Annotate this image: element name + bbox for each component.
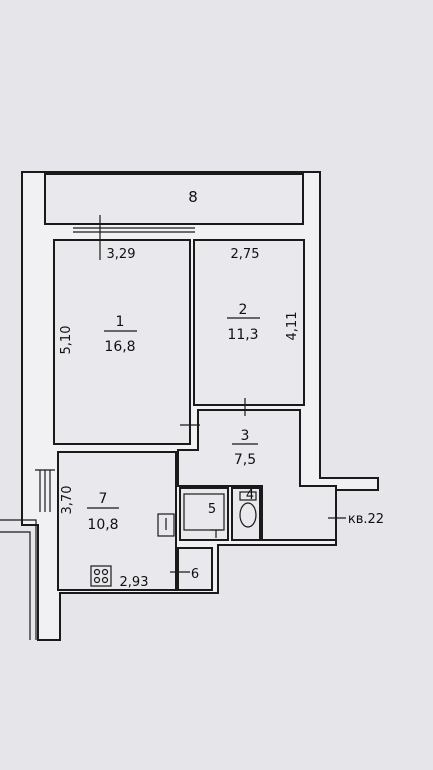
dimension-ticks (99, 215, 346, 573)
stove-icon (90, 565, 112, 587)
apartment-label: кв.22 (348, 512, 384, 527)
closet-label: 6 (191, 567, 199, 582)
wc-label: 4 (246, 488, 254, 503)
balcony (44, 173, 304, 225)
neighbour-wall (0, 519, 37, 640)
room-1-area: 16,8 (104, 339, 135, 355)
balcony-label: 8 (188, 188, 198, 206)
room-2-number: 2 (239, 302, 248, 318)
bath-tap-icon (183, 493, 225, 538)
room-7 (57, 451, 177, 591)
room-7-number: 7 (99, 491, 108, 507)
closet (177, 547, 213, 591)
room7-width-dim: 2,93 (120, 575, 149, 590)
toilet-icon (239, 491, 257, 528)
sink-icon (157, 513, 175, 537)
room-7-area: 10,8 (87, 517, 118, 533)
room-1-number: 1 (116, 314, 125, 330)
room-3-area: 7,5 (234, 452, 256, 468)
bath (179, 487, 229, 541)
bath-label: 5 (208, 502, 216, 517)
wc (231, 487, 261, 541)
room-3 (177, 409, 337, 541)
room-3-number: 3 (241, 428, 250, 444)
balcony-window (73, 223, 195, 233)
room1-width-dim: 3,29 (107, 247, 136, 262)
room-2 (193, 239, 305, 406)
room2-height-dim: 4,11 (285, 312, 300, 341)
room-1 (53, 239, 191, 445)
room2-width-dim: 2,75 (231, 247, 260, 262)
room7-height-dim: 3,70 (60, 486, 75, 515)
entrance-steps (35, 469, 55, 512)
room-2-area: 11,3 (227, 327, 258, 343)
room1-height-dim: 5,10 (59, 326, 74, 355)
